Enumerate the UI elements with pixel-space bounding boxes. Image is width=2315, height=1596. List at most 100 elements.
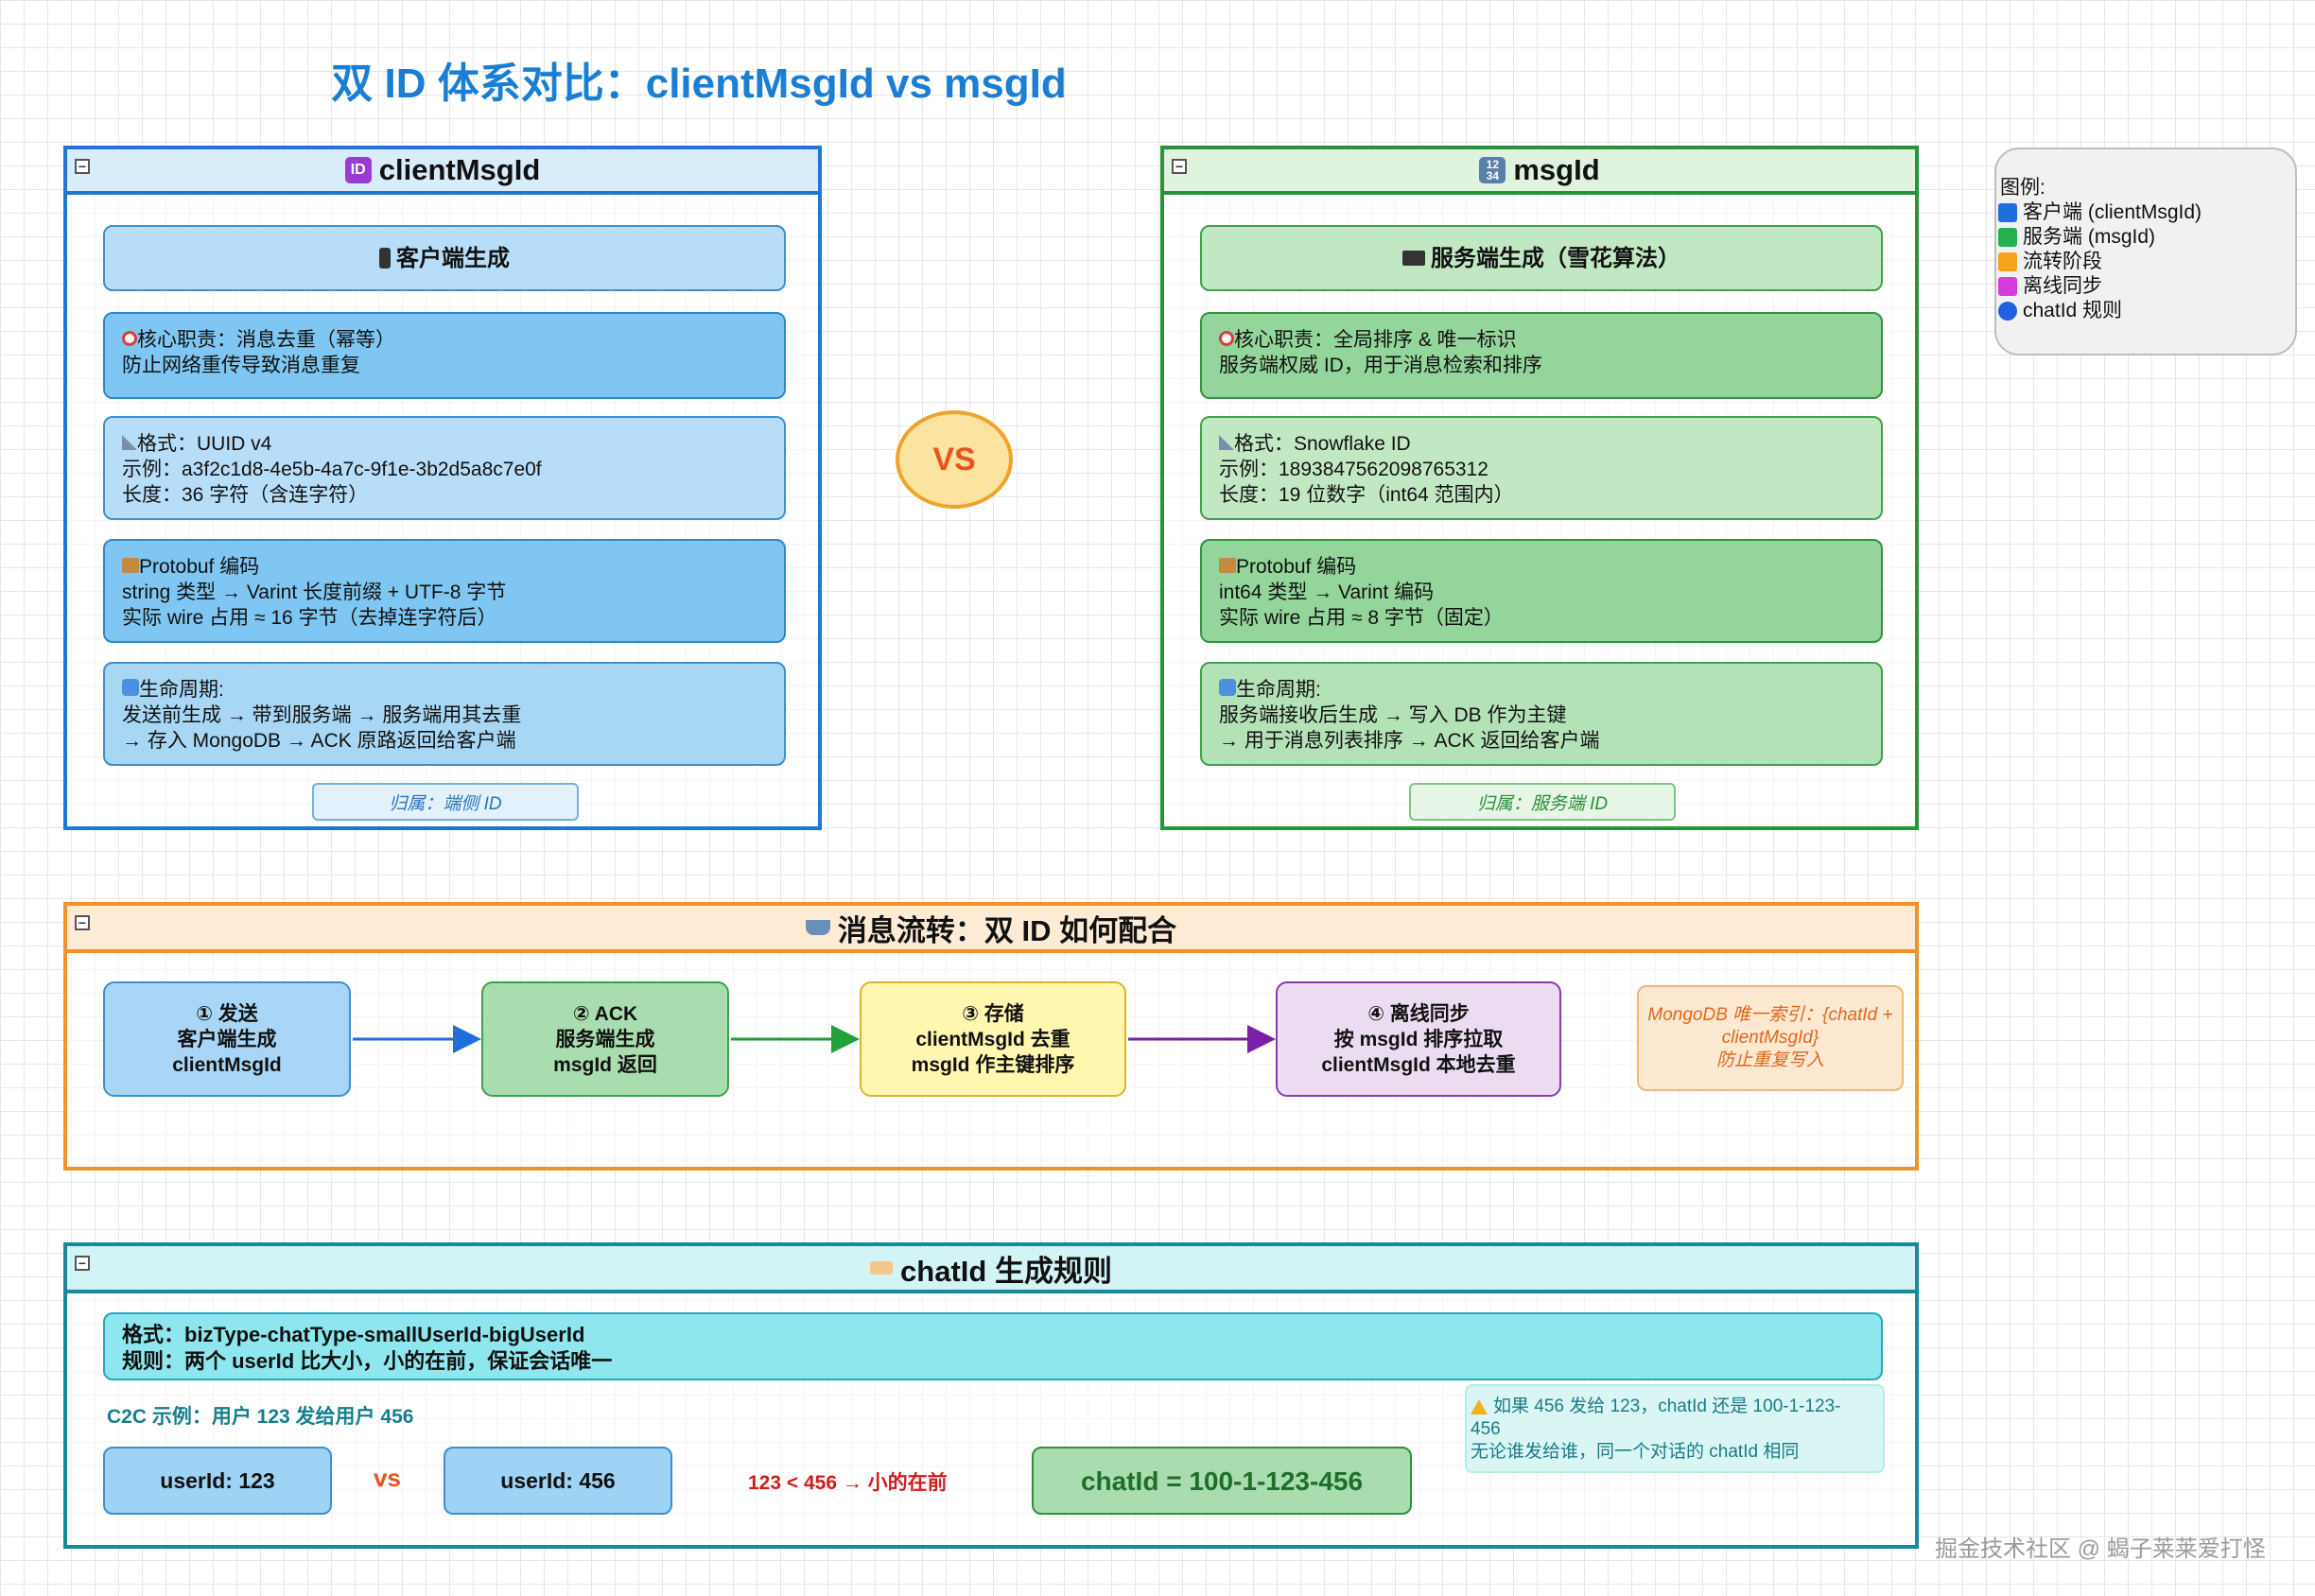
- server-format-line2: 示例：1893847562098765312: [1219, 459, 1488, 480]
- desktop-icon: [1402, 251, 1425, 266]
- client-proto-line1: Protobuf 编码: [139, 556, 260, 578]
- flow-step-store-line1: ③ 存储: [962, 1002, 1024, 1025]
- legend-item: 离线同步: [1996, 274, 2295, 299]
- chatid-result-box: chatId = 100-1-123-456: [1032, 1447, 1412, 1515]
- flow-step-store-line3: msgId 作主键排序: [911, 1053, 1075, 1076]
- legend-title: 图例:: [2000, 177, 2045, 199]
- c2c-example-label: C2C 示例：用户 123 发给用户 456: [107, 1406, 414, 1428]
- client-protobuf-card: Protobuf 编码 string 类型 → Varint 长度前缀 + UT…: [103, 539, 786, 643]
- label-tag-icon: [870, 1261, 894, 1275]
- legend-item: 服务端 (msgId): [1996, 225, 2295, 250]
- ship-icon: [805, 920, 830, 935]
- server-lifecycle-card: 生命周期: 服务端接收后生成 → 写入 DB 作为主键 → 用于消息列表排序 →…: [1200, 662, 1883, 766]
- server-panel-title: msgId: [1513, 153, 1600, 186]
- client-panel-title: clientMsgId: [378, 153, 541, 186]
- server-duty-line2: 服务端权威 ID，用于消息检索和排序: [1219, 355, 1542, 376]
- server-generator-card: 服务端生成（雪花算法）: [1200, 225, 1883, 291]
- flow-step-store-line2: clientMsgId 去重: [915, 1028, 1070, 1050]
- flow-step-ack-line3: msgId 返回: [553, 1053, 657, 1076]
- mongodb-note-line1: MongoDB 唯一索引：{chatId +: [1647, 1005, 1893, 1025]
- client-life-line1: 生命周期:: [139, 679, 224, 701]
- server-life-line3: → 用于消息列表排序 → ACK 返回给客户端: [1219, 730, 1600, 752]
- target-icon: [1219, 331, 1234, 346]
- server-format-line3: 长度：19 位数字（int64 范围内）: [1219, 484, 1514, 506]
- client-duty-line1: 核心职责：消息去重（幂等）: [137, 329, 395, 351]
- client-generator-label: 客户端生成: [396, 245, 510, 271]
- legend-swatch: [1998, 302, 2017, 321]
- flow-step-send-line3: clientMsgId: [172, 1053, 282, 1076]
- flow-step-ack-line2: 服务端生成: [555, 1028, 655, 1050]
- flow-arrows: [353, 1025, 1276, 1053]
- server-proto-line1: Protobuf 编码: [1236, 556, 1357, 578]
- legend-label: chatId 规则: [2023, 300, 2123, 321]
- user-a-box: userId: 123: [103, 1447, 332, 1515]
- client-generator-card: 客户端生成: [103, 225, 786, 291]
- client-format-line3: 长度：36 字符（含连字符）: [122, 484, 369, 506]
- vs-circle: VS: [896, 410, 1013, 509]
- server-format-card: 格式：Snowflake ID 示例：1893847562098765312 长…: [1200, 416, 1883, 520]
- legend-swatch: [1998, 203, 2017, 222]
- warning-line1: 如果 456 发给 123，chatId 还是 100-1-123-: [1493, 1396, 1841, 1416]
- chatid-rule-line: 规则：两个 userId 比大小，小的在前，保证会话唯一: [122, 1349, 613, 1373]
- client-life-line3: → 存入 MongoDB → ACK 原路返回给客户端: [122, 730, 516, 752]
- client-lifecycle-card: 生命周期: 发送前生成 → 带到服务端 → 服务端用其去重 → 存入 Mongo…: [103, 662, 786, 766]
- client-duty-card: 核心职责：消息去重（幂等） 防止网络重传导致消息重复: [103, 312, 786, 399]
- flow-step-sync-line1: ④ 离线同步: [1367, 1002, 1470, 1025]
- cycle-icon: [122, 679, 139, 696]
- user-b-box: userId: 456: [444, 1447, 672, 1515]
- flow-step-ack-line1: ② ACK: [572, 1002, 638, 1025]
- legend-item: 客户端 (clientMsgId): [1996, 200, 2295, 225]
- user-a-label: userId: 123: [160, 1467, 275, 1493]
- legend-item: chatId 规则: [1996, 299, 2295, 323]
- flow-step-sync-line2: 按 msgId 排序拉取: [1333, 1028, 1504, 1050]
- client-owner-tag: 归属：端侧 ID: [312, 783, 579, 821]
- chatid-format-card: 格式：bizType-chatType-smallUserId-bigUserI…: [103, 1312, 1883, 1380]
- ruler-icon: [1219, 435, 1234, 450]
- phone-icon: [379, 248, 391, 269]
- collapse-icon[interactable]: −: [75, 1256, 90, 1271]
- warning-line3: 无论谁发给谁，同一个对话的 chatId 相同: [1471, 1442, 1800, 1462]
- server-owner-tag: 归属：服务端 ID: [1409, 783, 1676, 821]
- user-b-label: userId: 456: [500, 1467, 616, 1493]
- collapse-icon[interactable]: −: [75, 159, 90, 174]
- client-duty-line2: 防止网络重传导致消息重复: [122, 355, 360, 376]
- watermark: 掘金技术社区 @ 蝎子莱莱爱打怪: [1935, 1536, 2266, 1562]
- compare-text: 123 < 456 → 小的在前: [748, 1472, 948, 1494]
- server-duty-line1: 核心职责：全局排序 & 唯一标识: [1234, 329, 1517, 351]
- target-icon: [122, 331, 137, 346]
- flow-panel-title: 消息流转：双 ID 如何配合: [837, 913, 1177, 947]
- legend-label: 服务端 (msgId): [2023, 226, 2156, 248]
- vs-text: vs: [374, 1464, 401, 1492]
- client-proto-line2: string 类型 → Varint 长度前缀 + UTF-8 字节: [122, 581, 507, 603]
- client-format-line2: 示例：a3f2c1d8-4e5b-4a7c-9f1e-3b2d5a8c7e0f: [122, 459, 542, 480]
- chatid-rules-panel: − chatId 生成规则 格式：bizType-chatType-smallU…: [63, 1242, 1919, 1549]
- server-proto-line3: 实际 wire 占用 ≈ 8 字节（固定）: [1219, 607, 1504, 629]
- cycle-icon: [1219, 679, 1236, 696]
- legend: 图例: 客户端 (clientMsgId)服务端 (msgId)流转阶段离线同步…: [1994, 147, 2297, 356]
- flow-step-send: ① 发送 客户端生成 clientMsgId: [103, 981, 351, 1097]
- page-title: 双 ID 体系对比：clientMsgId vs msgId: [331, 61, 1067, 107]
- mongodb-index-note: MongoDB 唯一索引：{chatId + clientMsgId} 防止重复…: [1637, 985, 1904, 1091]
- flow-step-store: ③ 存储 clientMsgId 去重 msgId 作主键排序: [860, 981, 1126, 1097]
- server-life-line2: 服务端接收后生成 → 写入 DB 作为主键: [1219, 704, 1567, 726]
- client-msgid-panel: − ID clientMsgId 客户端生成 核心职责：消息去重（幂等） 防止网…: [63, 146, 822, 830]
- flow-step-send-line1: ① 发送: [196, 1002, 258, 1025]
- collapse-icon[interactable]: −: [75, 915, 90, 930]
- chat-panel-header: − chatId 生成规则: [67, 1246, 1915, 1293]
- legend-swatch: [1998, 252, 2017, 271]
- package-icon: [1219, 558, 1236, 573]
- mongodb-note-line3: 防止重复写入: [1715, 1050, 1824, 1070]
- collapse-icon[interactable]: −: [1172, 159, 1187, 174]
- client-format-card: 格式：UUID v4 示例：a3f2c1d8-4e5b-4a7c-9f1e-3b…: [103, 416, 786, 520]
- server-protobuf-card: Protobuf 编码 int64 类型 → Varint 编码 实际 wire…: [1200, 539, 1883, 643]
- vs-label: VS: [932, 441, 976, 477]
- client-format-line1: 格式：UUID v4: [137, 433, 272, 455]
- chatid-warning-note: 如果 456 发给 123，chatId 还是 100-1-123- 456 无…: [1465, 1384, 1885, 1473]
- client-panel-header: − ID clientMsgId: [67, 149, 818, 195]
- server-duty-card: 核心职责：全局排序 & 唯一标识 服务端权威 ID，用于消息检索和排序: [1200, 312, 1883, 399]
- warning-icon: [1471, 1399, 1488, 1414]
- server-proto-line2: int64 类型 → Varint 编码: [1219, 581, 1435, 603]
- server-generator-label: 服务端生成（雪花算法）: [1431, 245, 1680, 271]
